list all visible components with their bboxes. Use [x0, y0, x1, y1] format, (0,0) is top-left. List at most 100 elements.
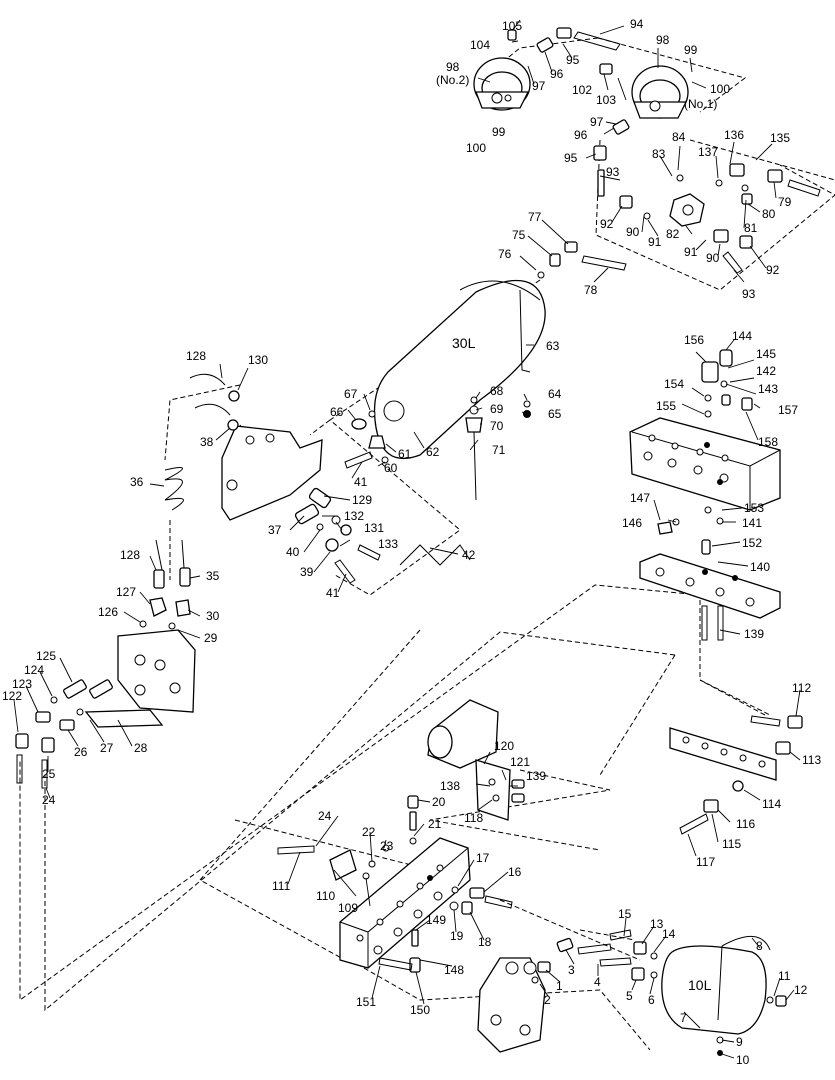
callout-100b: 100: [710, 82, 730, 96]
callout-137: 137: [698, 145, 718, 159]
callout-116: 116: [736, 817, 755, 831]
callout-9: 9: [736, 1035, 743, 1049]
air-tank-10l: [661, 936, 787, 1056]
top-fittings: [507, 27, 821, 274]
callout-99b: 99: [684, 43, 698, 57]
callout-93b: 93: [742, 287, 756, 301]
upper-right-manifold: [629, 349, 781, 511]
callout-6: 6: [648, 993, 655, 1007]
callout-127: 127: [116, 585, 136, 599]
callout-22: 22: [362, 825, 376, 839]
callout-141: 141: [742, 516, 762, 530]
callout-150: 150: [410, 1003, 430, 1017]
callout-30: 30: [206, 609, 220, 623]
callout-136: 136: [724, 128, 744, 142]
callout-146: 146: [622, 516, 642, 530]
callout-60: 60: [384, 461, 398, 475]
chamber-labels: (No.2) (No.1): [436, 73, 717, 111]
callout-153: 153: [744, 501, 764, 515]
right-side-plate: [669, 715, 803, 835]
callout-95b: 95: [564, 151, 578, 165]
callout-65: 65: [548, 407, 562, 421]
callout-144: 144: [732, 329, 752, 343]
callout-24a: 24: [318, 809, 332, 823]
callout-93a: 93: [606, 165, 620, 179]
lower-left-bracket: [15, 539, 196, 789]
callout-15: 15: [618, 907, 632, 921]
callout-42: 42: [462, 548, 476, 562]
callout-79: 79: [778, 195, 792, 209]
chamber-no2-label: (No.2): [436, 73, 469, 87]
callout-21: 21: [428, 817, 442, 831]
callout-120: 120: [494, 739, 514, 753]
callout-78: 78: [584, 283, 598, 297]
callout-12: 12: [794, 983, 808, 997]
callout-77: 77: [528, 210, 542, 224]
callout-151: 151: [356, 995, 376, 1009]
callout-158: 158: [758, 435, 778, 449]
callout-23: 23: [380, 839, 394, 853]
callout-8: 8: [756, 939, 763, 953]
callout-124: 124: [24, 663, 44, 677]
callout-75: 75: [512, 228, 526, 242]
callout-64: 64: [548, 387, 562, 401]
callout-14: 14: [662, 927, 676, 941]
callout-96a: 96: [550, 67, 564, 81]
leader-lines: [13, 19, 801, 1059]
callout-80: 80: [762, 207, 776, 221]
brake-chamber-no2: [473, 57, 531, 111]
callout-66: 66: [330, 405, 344, 419]
callout-28: 28: [134, 741, 148, 755]
callout-3: 3: [568, 963, 575, 977]
callout-142: 142: [756, 364, 776, 378]
callout-157: 157: [778, 403, 798, 417]
callout-numbers: 105 104 94 95 96 97 98 98 99 100 102 103…: [2, 17, 821, 1067]
callout-40: 40: [286, 545, 300, 559]
callout-1: 1: [556, 979, 563, 993]
chamber-no1-label: (No.1): [684, 97, 717, 111]
callout-109: 109: [338, 901, 358, 915]
callout-94: 94: [630, 17, 644, 31]
callout-132: 132: [344, 509, 364, 523]
callout-4: 4: [594, 975, 601, 989]
callout-149: 149: [426, 913, 446, 927]
callout-13: 13: [650, 917, 664, 931]
callout-68: 68: [490, 384, 504, 398]
callout-61: 61: [398, 447, 412, 461]
callout-35: 35: [206, 569, 220, 583]
callout-112: 112: [792, 681, 811, 695]
callout-26: 26: [74, 745, 88, 759]
callout-20: 20: [432, 795, 446, 809]
callout-19: 19: [450, 929, 464, 943]
callout-84: 84: [672, 130, 686, 144]
relay-valve: [477, 929, 658, 1053]
callout-98a: 98: [446, 60, 460, 74]
callout-113: 113: [802, 753, 821, 767]
callout-82: 82: [666, 227, 680, 241]
tank-10l-label: 10L: [688, 977, 712, 993]
callout-41b: 41: [326, 586, 340, 600]
callout-90b: 90: [706, 251, 720, 265]
brake-chamber-no1: [631, 65, 689, 119]
callout-5: 5: [626, 989, 633, 1003]
callout-117: 117: [696, 855, 715, 869]
callout-145: 145: [756, 347, 776, 361]
callout-135: 135: [770, 131, 790, 145]
callout-36: 36: [130, 475, 144, 489]
callout-91a: 91: [648, 235, 662, 249]
callout-92a: 92: [600, 217, 614, 231]
callout-25: 25: [42, 767, 56, 781]
callout-96b: 96: [574, 128, 588, 142]
callout-63: 63: [546, 339, 560, 353]
callout-69: 69: [490, 402, 504, 416]
callout-114: 114: [762, 797, 781, 811]
callout-138: 138: [440, 779, 460, 793]
callout-29: 29: [204, 631, 218, 645]
callout-148: 148: [444, 963, 464, 977]
callout-76: 76: [498, 247, 512, 261]
callout-111: 111: [272, 879, 291, 893]
callout-62: 62: [426, 445, 440, 459]
callout-104: 104: [470, 38, 490, 52]
callout-131: 131: [364, 521, 384, 535]
